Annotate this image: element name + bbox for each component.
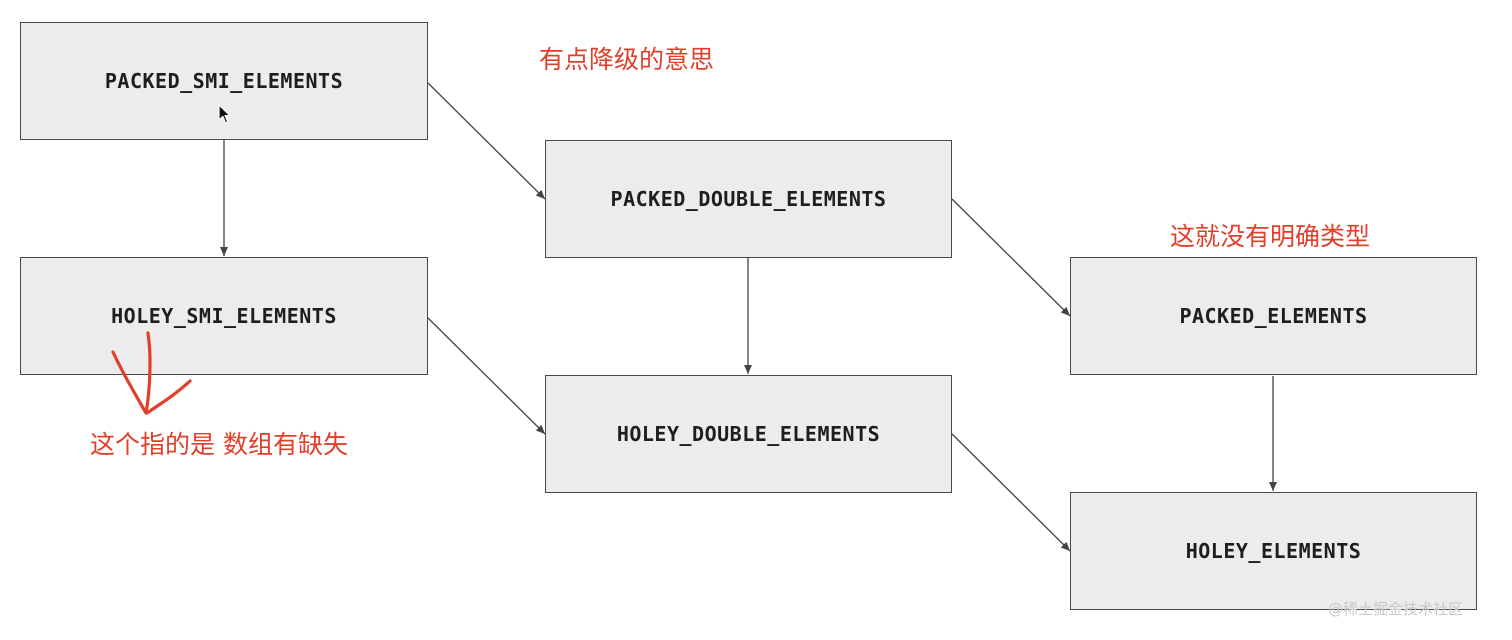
- node-packed-elements: PACKED_ELEMENTS: [1070, 257, 1477, 375]
- node-packed-double-elements: PACKED_DOUBLE_ELEMENTS: [545, 140, 952, 258]
- annotation-no-explicit-type: 这就没有明确类型: [1170, 222, 1371, 251]
- arrow-holey-double-to-holey: [951, 433, 1071, 552]
- annotation-downgrade: 有点降级的意思: [539, 45, 715, 74]
- arrow-packed-smi-to-packed-double: [427, 82, 546, 200]
- mouse-pointer-icon: [218, 104, 231, 124]
- node-holey-double-elements: HOLEY_DOUBLE_ELEMENTS: [545, 375, 952, 493]
- annotation-holey-meaning: 这个指的是 数组有缺失: [90, 430, 348, 459]
- arrow-holey-smi-to-holey-double: [427, 317, 546, 435]
- watermark: @稀土掘金技术社区: [1328, 600, 1464, 618]
- arrow-packed-double-to-packed: [951, 198, 1071, 317]
- node-holey-elements: HOLEY_ELEMENTS: [1070, 492, 1477, 610]
- node-holey-smi-elements: HOLEY_SMI_ELEMENTS: [20, 257, 428, 375]
